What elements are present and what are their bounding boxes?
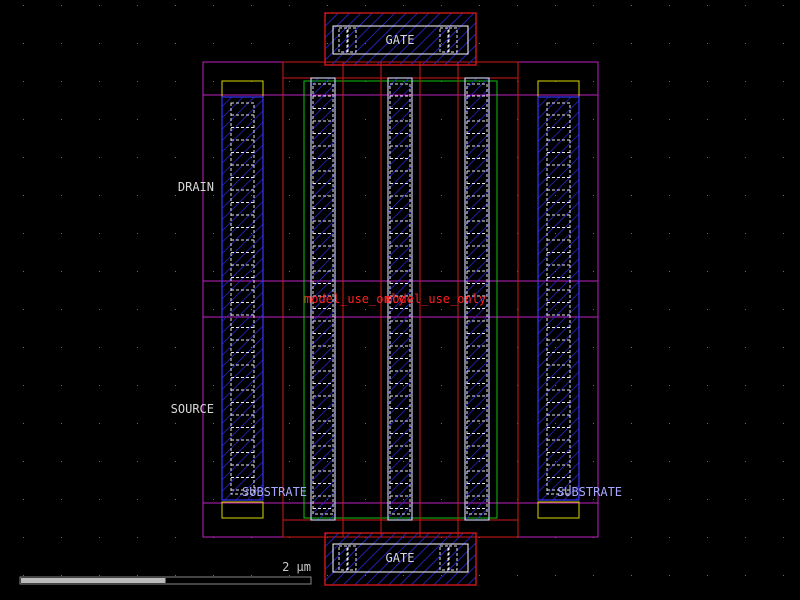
scale-bar bbox=[19, 576, 312, 585]
scale-bar-label: 2 μm bbox=[282, 560, 311, 574]
metal-column-4[interactable] bbox=[537, 96, 580, 501]
scale-bar-fill bbox=[21, 578, 166, 583]
substrate-right-label: SUBSTRATE bbox=[557, 485, 622, 499]
metal-column-1[interactable] bbox=[310, 77, 336, 521]
source-label: SOURCE bbox=[171, 402, 214, 416]
model-use-only-label-left: model_use_only bbox=[304, 292, 405, 306]
gate-bottom-label: GATE bbox=[386, 551, 415, 565]
substrate-left-label: SUBSTRATE bbox=[242, 485, 307, 499]
model-use-only-label-right: model_use_only bbox=[385, 292, 486, 306]
gate-top-label: GATE bbox=[386, 33, 415, 47]
gate-pad-bottom[interactable] bbox=[324, 532, 477, 586]
metal-column-2[interactable] bbox=[387, 77, 413, 521]
metal-columns bbox=[221, 77, 580, 521]
gate-pad-top[interactable] bbox=[324, 12, 477, 66]
drain-label: DRAIN bbox=[178, 180, 214, 194]
metal-column-3[interactable] bbox=[464, 77, 490, 521]
background-grid bbox=[23, 5, 784, 576]
metal-column-0[interactable] bbox=[221, 96, 264, 501]
